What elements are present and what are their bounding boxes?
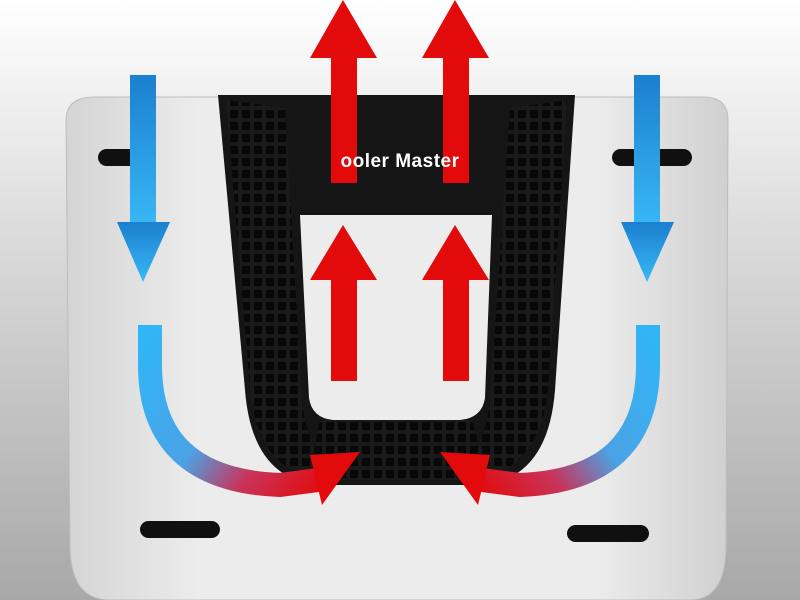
up-arrow-icon [422,0,489,183]
down-arrow-icon [117,75,170,282]
vent-slot [140,521,220,538]
up-arrow-icon [310,0,377,183]
fan-grille-left [226,100,330,480]
fan-grille-right [462,100,567,480]
up-arrow-icon [310,225,377,381]
up-arrow-icon [422,225,489,381]
curved-arrow-icon [138,325,360,505]
vent-slot [567,525,649,542]
fan-grille-bottom [316,420,479,480]
fan-shroud [218,95,575,485]
curved-arrow-icon [440,325,660,505]
down-arrow-icon [621,75,674,282]
